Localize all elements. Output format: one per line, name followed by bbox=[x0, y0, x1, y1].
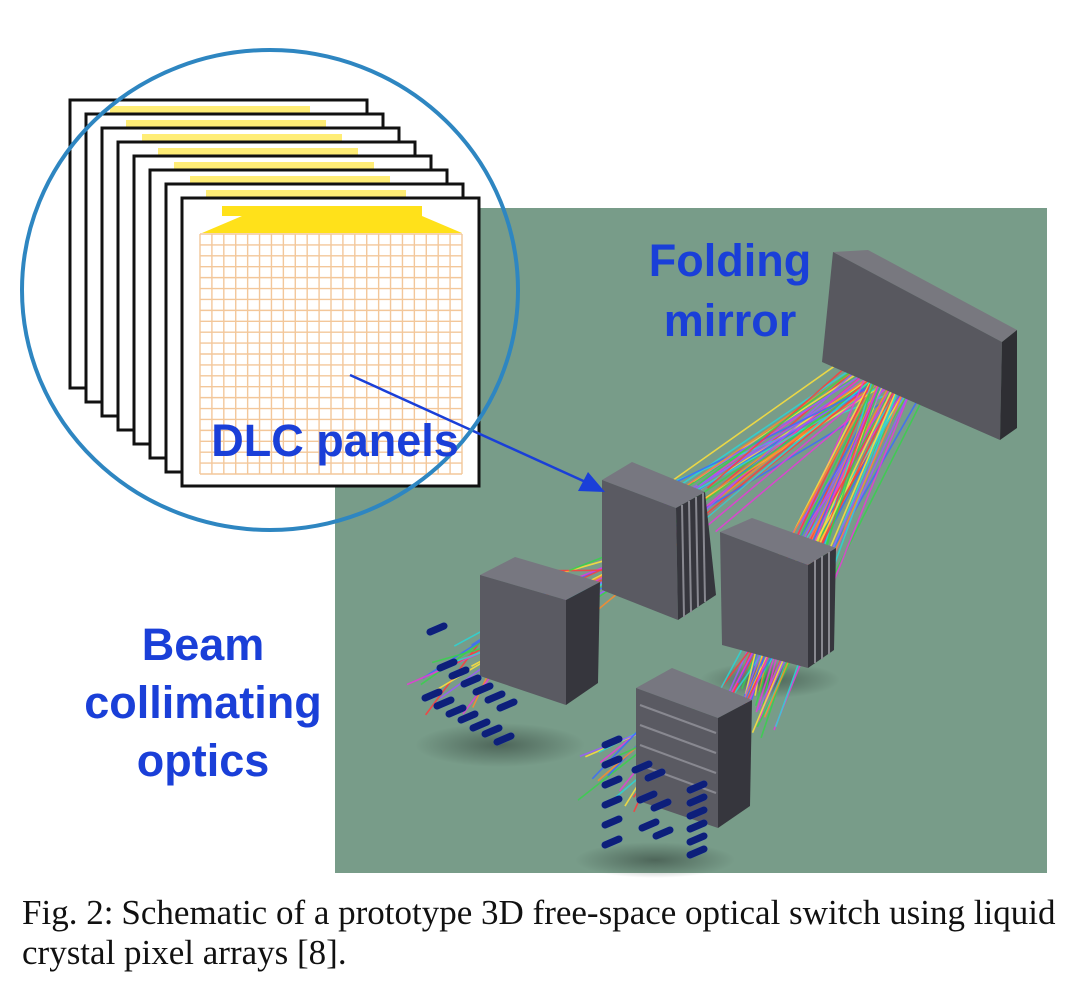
label-folding-mirror: Folding bbox=[649, 235, 811, 286]
panel-yellow-band bbox=[202, 216, 462, 233]
panel-yellow-band bbox=[222, 206, 422, 216]
shadow bbox=[575, 842, 735, 878]
caption-number: Fig. 2: bbox=[22, 893, 113, 932]
label-beam-optics: Beam bbox=[142, 619, 265, 670]
label-folding-mirror: mirror bbox=[664, 295, 797, 346]
caption-text: Schematic of a prototype 3D free-space o… bbox=[22, 893, 1055, 972]
label-dlc-panels: DLC panels bbox=[211, 415, 459, 466]
label-beam-optics: collimating bbox=[84, 677, 322, 728]
label-beam-optics: optics bbox=[137, 735, 270, 786]
optical-switch-schematic: Folding mirror DLC panels Beam collimati… bbox=[0, 0, 1080, 890]
figure-caption: Fig. 2:Schematic of a prototype 3D free-… bbox=[22, 893, 1062, 973]
